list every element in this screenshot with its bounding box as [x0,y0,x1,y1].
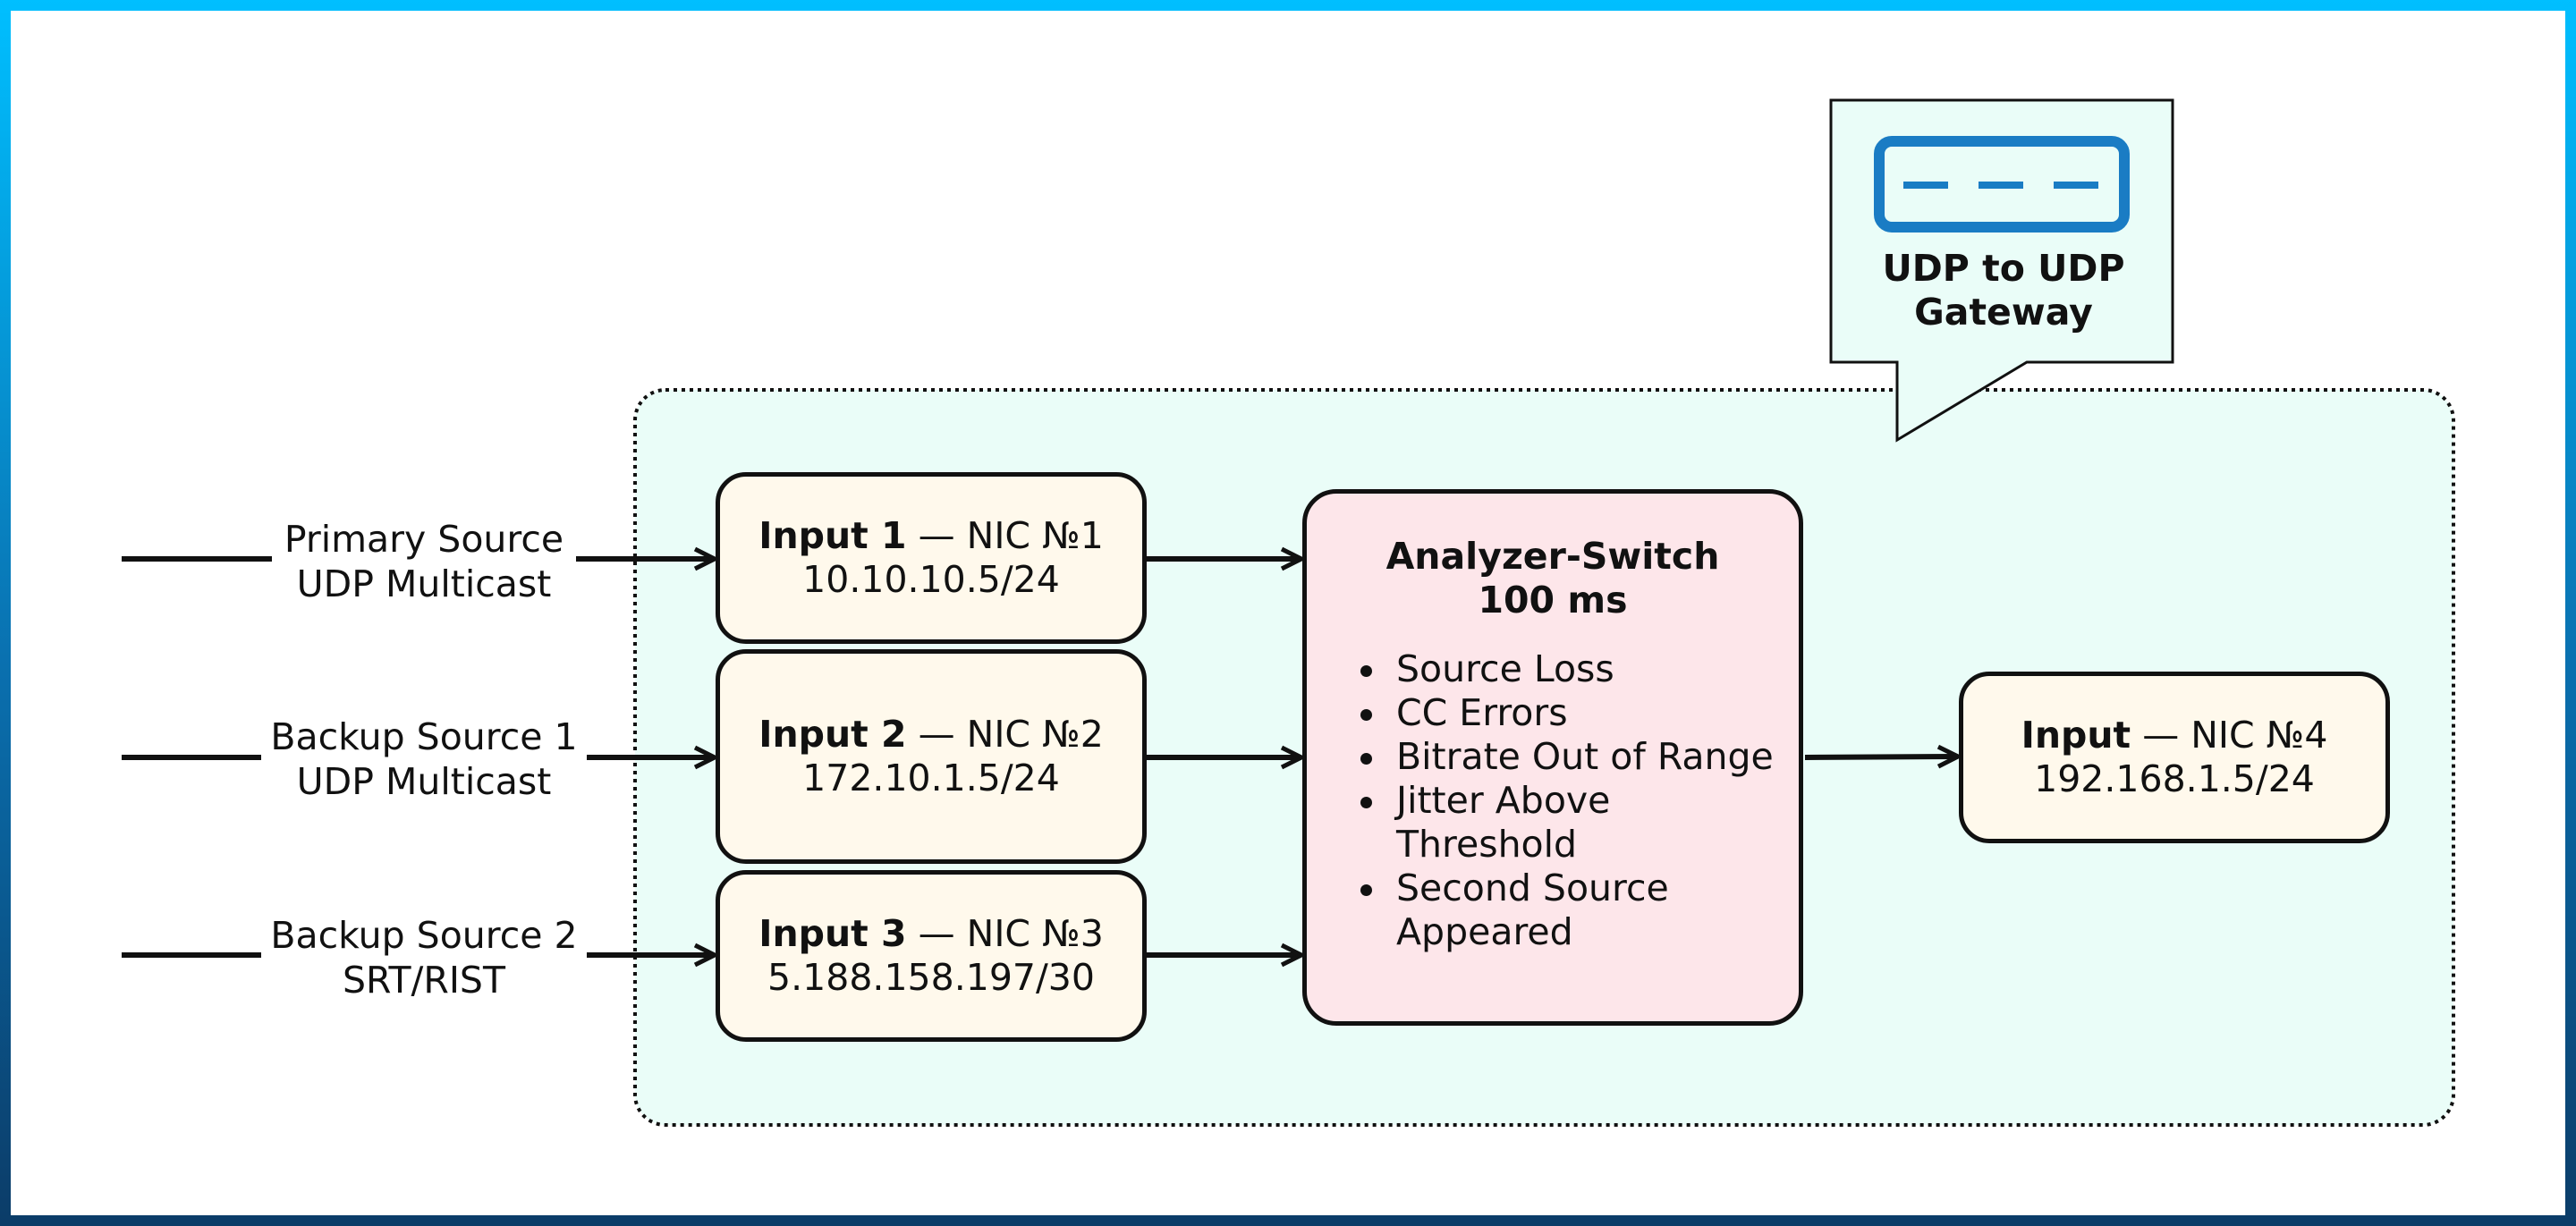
gateway-label: UDP to UDP Gateway [1882,247,2125,334]
trigger-item: Second Source Appeared [1360,867,1700,954]
source-label-backup-2: Backup Source 2 SRT/RIST [261,913,587,1002]
ip-address: 10.10.10.5/24 [802,558,1060,601]
input-name: Input 3 [758,912,907,955]
nic-label: NIC №3 [966,912,1104,955]
ip-address: 192.168.1.5/24 [2034,757,2315,800]
source-label-primary: Primary Source UDP Multicast [272,517,576,606]
analyzer-switch-box: Analyzer-Switch 100 ms Source Loss CC Er… [1302,489,1803,1026]
output-name: Input [2021,714,2131,757]
analyzer-title: Analyzer-Switch 100 ms [1385,535,1720,621]
bullet-icon [1360,753,1372,765]
trigger-item: Jitter Above Threshold [1360,779,1665,867]
nic-label: NIC №2 [966,713,1104,756]
nic-label: NIC №4 [2190,714,2328,757]
separator: — [906,713,967,756]
bullet-icon [1360,884,1372,896]
source-label-backup-1: Backup Source 1 UDP Multicast [261,714,587,804]
ip-address: 5.188.158.197/30 [767,956,1095,999]
separator: — [906,912,967,955]
separator: — [2131,714,2191,757]
bullet-icon [1360,797,1372,808]
input-2-box: Input 2 — NIC №2 172.10.1.5/24 [716,649,1147,864]
separator: — [906,514,967,557]
bullet-icon [1360,665,1372,677]
trigger-item: Bitrate Out of Range [1360,735,1790,779]
nic-label: NIC №1 [966,514,1104,557]
ip-address: 172.10.1.5/24 [802,757,1060,799]
input-name: Input 1 [758,514,907,557]
trigger-list: Source Loss CC Errors Bitrate Out of Ran… [1307,647,1799,954]
input-name: Input 2 [758,713,907,756]
input-1-box: Input 1 — NIC №1 10.10.10.5/24 [716,472,1147,644]
input-3-box: Input 3 — NIC №3 5.188.158.197/30 [716,870,1147,1042]
gateway-device-icon [1874,136,2130,233]
trigger-item: Source Loss [1360,647,1790,691]
bullet-icon [1360,709,1372,721]
output-nic-box: Input — NIC №4 192.168.1.5/24 [1959,672,2390,843]
trigger-item: CC Errors [1360,691,1790,735]
